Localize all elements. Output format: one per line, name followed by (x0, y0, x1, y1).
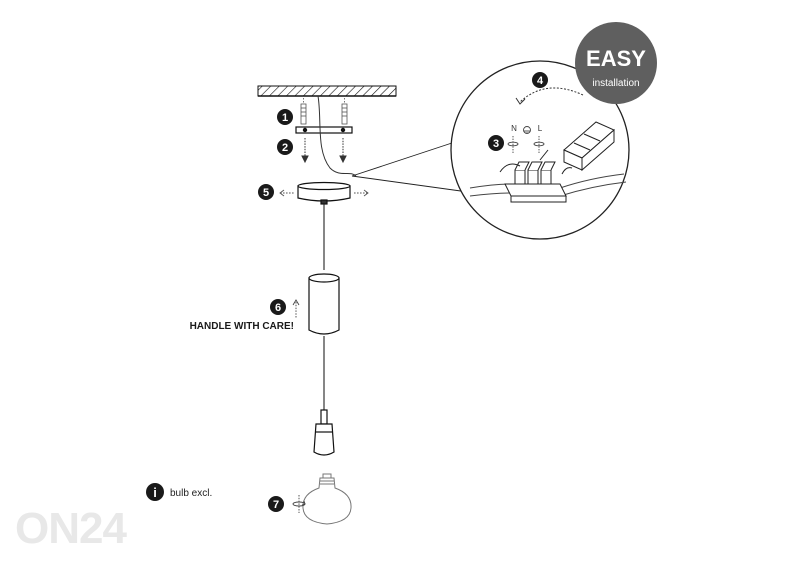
light-bulb (302, 473, 352, 525)
step-2-label: 2 (282, 142, 288, 154)
easy-installation-badge (575, 22, 657, 104)
watermark-logo: ON24 (15, 504, 127, 553)
handle-with-care-label: HANDLE WITH CARE! (190, 321, 294, 332)
rotate-arrow (292, 495, 306, 513)
zoom-callout (351, 139, 469, 193)
mounting-bracket (295, 126, 353, 134)
canopy-screw-arrows (279, 189, 369, 197)
lamp-shade (308, 273, 340, 335)
easy-subtitle: installation (592, 78, 639, 89)
step-badges (146, 72, 548, 512)
step-7-label: 7 (273, 499, 279, 511)
bulb-excluded-note: bulb excl. (170, 488, 212, 499)
step-3-label: 3 (493, 138, 499, 150)
terminal-n-label: N (511, 124, 517, 133)
wall-plugs (300, 98, 348, 125)
easy-title: EASY (586, 46, 646, 71)
lift-arrow (292, 299, 300, 318)
lamp-holder (313, 409, 335, 456)
step-4-label: 4 (537, 75, 544, 87)
ceiling (257, 85, 397, 97)
terminal-block-detail (469, 149, 627, 203)
info-icon: i (153, 485, 157, 500)
detail-circle (450, 60, 630, 240)
screws (301, 138, 347, 164)
connector-block (561, 121, 615, 175)
step-5-label: 5 (263, 187, 269, 199)
insert-arrow (515, 87, 584, 105)
canopy (297, 181, 351, 205)
step-1-label: 1 (282, 112, 288, 124)
terminal-screw-arrows (507, 126, 545, 154)
step-6-label: 6 (275, 302, 281, 314)
terminal-l-label: L (538, 124, 543, 133)
